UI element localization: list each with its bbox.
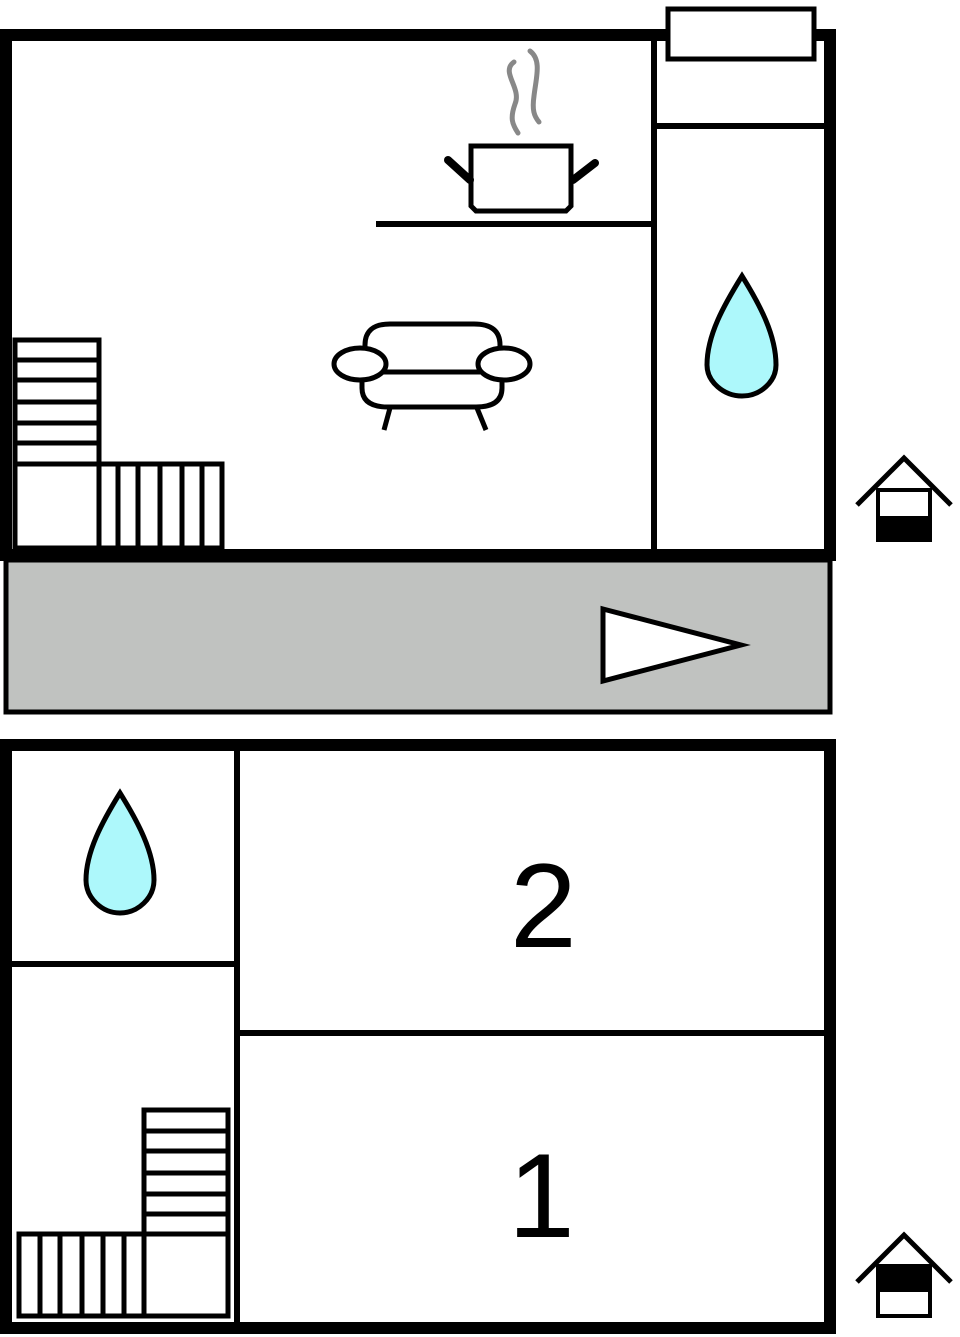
water-drop-icon [704,271,779,399]
sofa-icon [331,321,533,431]
upper-floor [0,6,836,561]
window-icon [665,6,817,62]
bedroom-2-label: 2 [510,839,577,973]
lower-floor [0,739,836,1334]
staircase-icon [16,1107,231,1319]
upper-floor-outer-wall [0,29,836,561]
water-drop-icon [83,788,157,916]
house-lower-level-icon [855,1231,953,1318]
house-upper-level-icon [855,454,953,542]
bedroom-1-label: 1 [508,1129,575,1263]
terrace [3,557,833,715]
entrance-arrow-icon [600,605,751,685]
cooking-pot-icon [444,48,599,214]
staircase-icon [12,337,225,551]
